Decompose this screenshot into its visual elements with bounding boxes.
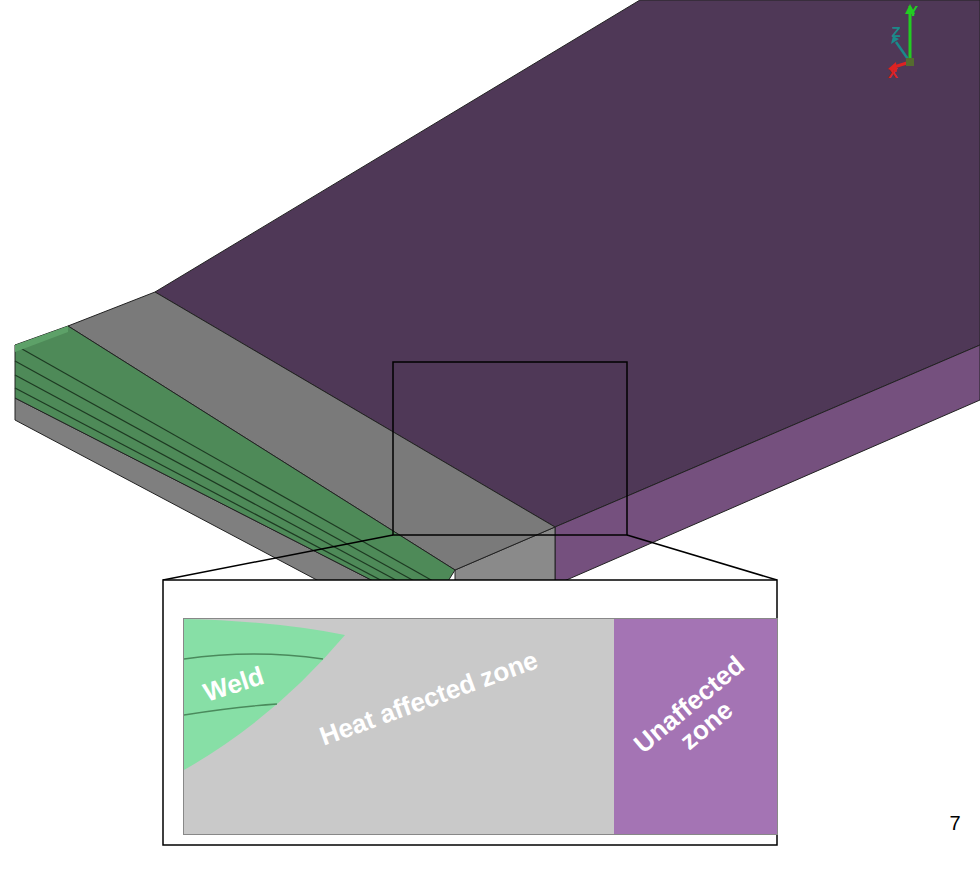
- inset-section-border: [184, 619, 778, 835]
- axis-label: X: [888, 64, 898, 81]
- zoom-box: [393, 362, 627, 535]
- unaffected-label: Unaffected zone: [623, 646, 773, 784]
- page-number: 7: [949, 812, 960, 835]
- weld-top-strip: [15, 326, 68, 352]
- zoom-leader: [163, 535, 393, 580]
- weld-region: Weld: [184, 619, 346, 771]
- unaffected-region: Unaffected zone: [614, 619, 777, 834]
- haz-label: Heat affected zone: [316, 647, 541, 751]
- weld-bead: [15, 326, 455, 610]
- zoom-leader: [627, 535, 777, 580]
- unaffected-front-face: [555, 345, 980, 585]
- axis-label: Z: [891, 23, 900, 40]
- weld-pass-lines: [15, 345, 440, 606]
- inset-frame: [163, 580, 777, 845]
- axis-label: Y: [908, 2, 918, 19]
